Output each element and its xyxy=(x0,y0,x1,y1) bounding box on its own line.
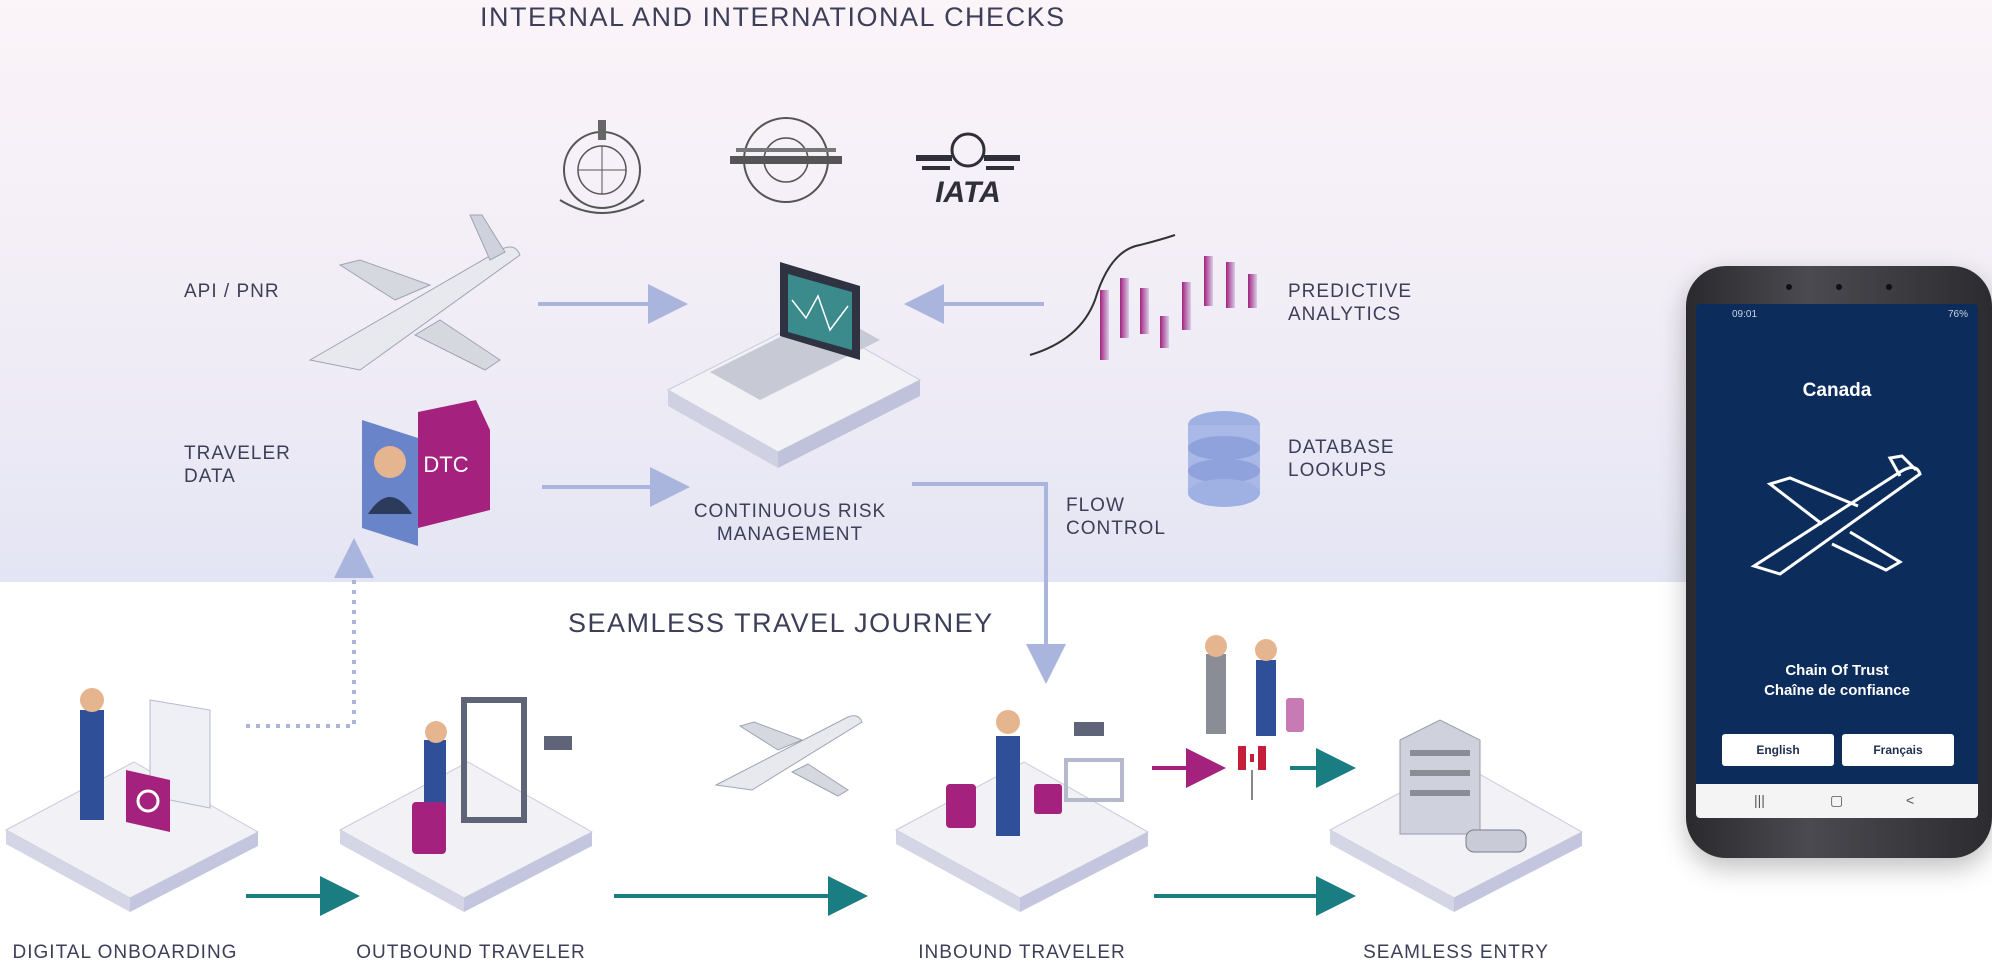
android-nav-bar: ||| ▢ < xyxy=(1696,784,1978,818)
onboarding-data-dotted-arrow xyxy=(246,538,374,728)
flow-control-label: FLOW CONTROL xyxy=(1066,494,1166,540)
interpol-logo xyxy=(559,120,645,214)
inbound-platform xyxy=(894,710,1150,912)
traveler-data-label: TRAVELER DATA xyxy=(184,442,291,488)
database-line2: LOOKUPS xyxy=(1288,460,1387,481)
api-pnr-label: API / PNR xyxy=(184,281,280,302)
app-airplane-icon xyxy=(1750,454,1922,576)
status-time: 09:01 xyxy=(1732,309,1758,320)
predictive-line1: PREDICTIVE xyxy=(1288,281,1413,302)
risk-management-label: CONTINUOUS RISK MANAGEMENT xyxy=(684,500,896,546)
stage-digital-onboarding: DIGITAL ONBOARDING xyxy=(12,942,238,963)
english-button[interactable]: English xyxy=(1722,734,1834,766)
recent-apps-icon[interactable]: ||| xyxy=(1754,792,1765,808)
icao-logo xyxy=(730,117,842,203)
flow-control-arrow xyxy=(912,482,1066,684)
predictive-line2: ANALYTICS xyxy=(1288,304,1402,325)
stage-inbound-traveler: INBOUND TRAVELER xyxy=(918,942,1126,963)
internal-checks-title: INTERNAL AND INTERNATIONAL CHECKS xyxy=(480,2,1066,32)
traveler-data-line2: DATA xyxy=(184,466,236,487)
tagline-english: Chain Of Trust xyxy=(1785,662,1889,679)
flow-control-line1: FLOW xyxy=(1066,495,1125,516)
traveler-id-card-icon: DTC xyxy=(362,400,490,546)
risk-management-line1: CONTINUOUS RISK xyxy=(693,501,887,522)
traveler-data-line1: TRAVELER xyxy=(184,443,291,464)
risk-laptop-icon xyxy=(666,262,922,468)
database-line1: DATABASE xyxy=(1288,437,1395,458)
phone-mockup: 09:01 76% Canada Chain Of Trust Chaîne d… xyxy=(1686,266,1992,858)
risk-management-line2: MANAGEMENT xyxy=(716,524,864,545)
iata-logo: IATA xyxy=(916,132,1020,209)
phone-screen: 09:01 76% Canada Chain Of Trust Chaîne d… xyxy=(1696,304,1978,818)
seamless-entry-platform xyxy=(1328,719,1584,912)
home-icon[interactable]: ▢ xyxy=(1830,792,1844,808)
tagline-french: Chaîne de confiance xyxy=(1764,682,1910,699)
database-lookups-label: DATABASE LOOKUPS xyxy=(1288,436,1395,482)
status-battery: 76% xyxy=(1947,309,1968,320)
status-bar: 09:01 76% xyxy=(1696,304,1978,326)
outbound-platform xyxy=(338,697,594,912)
onboarding-platform xyxy=(4,688,260,912)
small-airplane-icon xyxy=(714,715,863,797)
stage-outbound-traveler: OUTBOUND TRAVELER xyxy=(356,942,586,963)
journey-title: SEAMLESS TRAVEL JOURNEY xyxy=(568,608,994,638)
back-icon[interactable]: < xyxy=(1906,792,1915,808)
flow-control-line2: CONTROL xyxy=(1066,518,1166,539)
border-officer-icon xyxy=(1205,635,1304,736)
phone-camera-left xyxy=(1786,284,1792,290)
iata-logo-text: IATA xyxy=(935,176,1001,209)
stage-seamless-entry: SEAMLESS ENTRY xyxy=(1363,942,1549,963)
airplane-icon xyxy=(308,214,521,371)
predictive-analytics-label: PREDICTIVE ANALYTICS xyxy=(1288,280,1412,326)
phone-camera-center xyxy=(1836,284,1842,290)
app-title: Canada xyxy=(1802,380,1872,401)
database-icon xyxy=(1188,411,1260,507)
dtc-badge: DTC xyxy=(423,452,468,477)
phone-camera-right xyxy=(1886,284,1892,290)
canada-flag-post-icon xyxy=(1238,746,1266,800)
predictive-analytics-icon xyxy=(1029,234,1257,360)
francais-button[interactable]: Français xyxy=(1842,734,1954,766)
